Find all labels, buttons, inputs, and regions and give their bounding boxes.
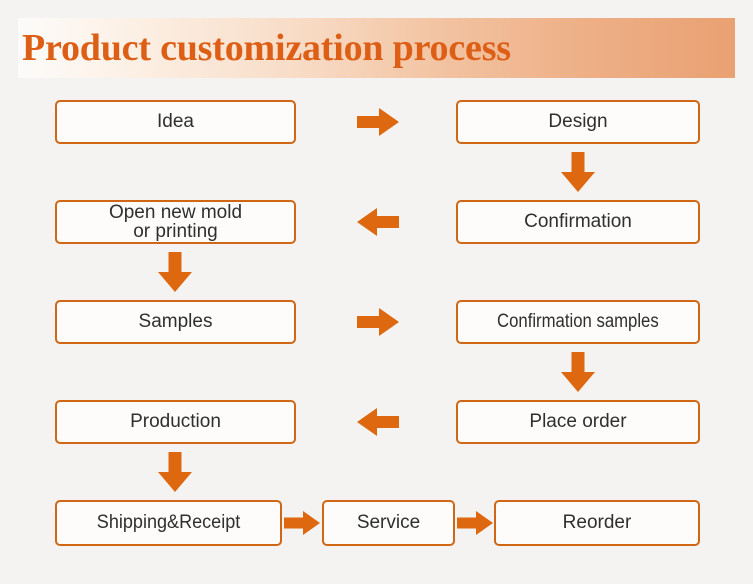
node-design-label: Design: [548, 111, 608, 133]
node-shipping-receipt-label: Shipping&Receipt: [96, 512, 241, 534]
arrow-production-to-shipping-receipt: [158, 452, 192, 492]
node-confirmation-samples-label: Confirmation samples: [497, 311, 659, 333]
arrow-idea-to-design: [357, 108, 399, 136]
node-service-label: Service: [356, 512, 421, 534]
arrow-open-new-mold-to-samples: [158, 252, 192, 292]
node-place-order[interactable]: Place order: [456, 400, 700, 444]
node-shipping-receipt[interactable]: Shipping&Receipt: [55, 500, 282, 546]
page-title: Product customization process: [22, 27, 511, 69]
arrow-design-to-confirmation: [561, 152, 595, 192]
node-production[interactable]: Production: [55, 400, 296, 444]
arrow-confirmation-samples-to-place-order: [561, 352, 595, 392]
node-idea-label: Idea: [157, 111, 194, 133]
arrow-samples-to-confirmation-samples: [357, 308, 399, 336]
node-open-new-mold-label: Open new mold or printing: [108, 201, 243, 242]
node-confirmation[interactable]: Confirmation: [456, 200, 700, 244]
node-reorder-label: Reorder: [562, 512, 632, 534]
arrow-confirmation-to-open-new-mold: [357, 208, 399, 236]
arrow-service-to-reorder: [457, 511, 493, 535]
node-place-order-label: Place order: [529, 411, 627, 433]
node-open-new-mold[interactable]: Open new mold or printing: [55, 200, 296, 244]
node-idea[interactable]: Idea: [55, 100, 296, 144]
header-banner: [18, 18, 735, 78]
node-service[interactable]: Service: [322, 500, 455, 546]
node-confirmation-samples[interactable]: Confirmation samples: [456, 300, 700, 344]
arrow-shipping-receipt-to-service: [284, 511, 320, 535]
node-samples-label: Samples: [138, 311, 213, 333]
node-design[interactable]: Design: [456, 100, 700, 144]
node-reorder[interactable]: Reorder: [494, 500, 700, 546]
node-confirmation-label: Confirmation: [524, 211, 632, 233]
node-samples[interactable]: Samples: [55, 300, 296, 344]
arrow-place-order-to-production: [357, 408, 399, 436]
node-production-label: Production: [130, 411, 221, 433]
